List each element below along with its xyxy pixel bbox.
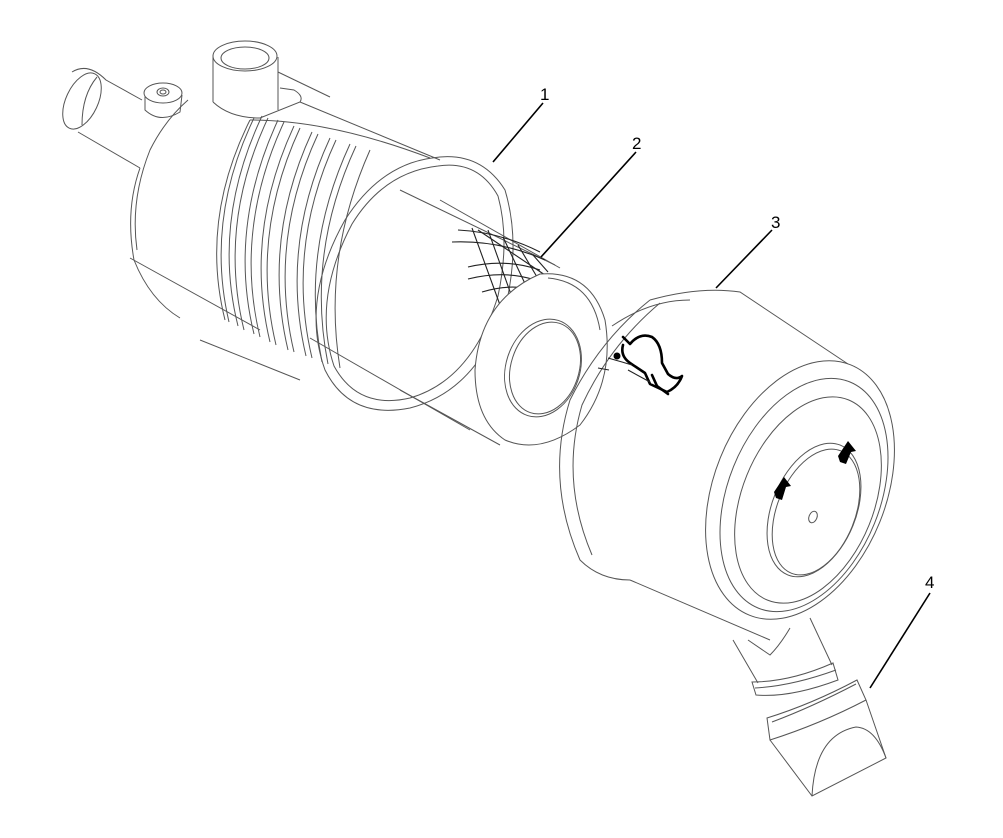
clamp-ring [315, 156, 514, 411]
vacuator-valve [732, 617, 887, 797]
leader-lines [492, 102, 931, 689]
arrow-up-icon [838, 441, 856, 464]
housing [62, 40, 556, 431]
callout-4: 4 [925, 573, 935, 592]
leader-line-1 [492, 102, 544, 163]
leader-line-4 [869, 592, 931, 689]
arrow-up-icon [774, 477, 791, 500]
cover [559, 289, 895, 656]
latch-clamp [597, 334, 684, 396]
callout-1: 1 [540, 85, 550, 104]
leader-line-3 [715, 229, 773, 289]
callout-2: 2 [632, 134, 642, 153]
ribbed-section [199, 115, 431, 381]
filter-element [399, 199, 608, 446]
leader-line-2 [540, 151, 637, 258]
callout-3: 3 [771, 213, 781, 232]
filter-mesh [451, 227, 549, 306]
